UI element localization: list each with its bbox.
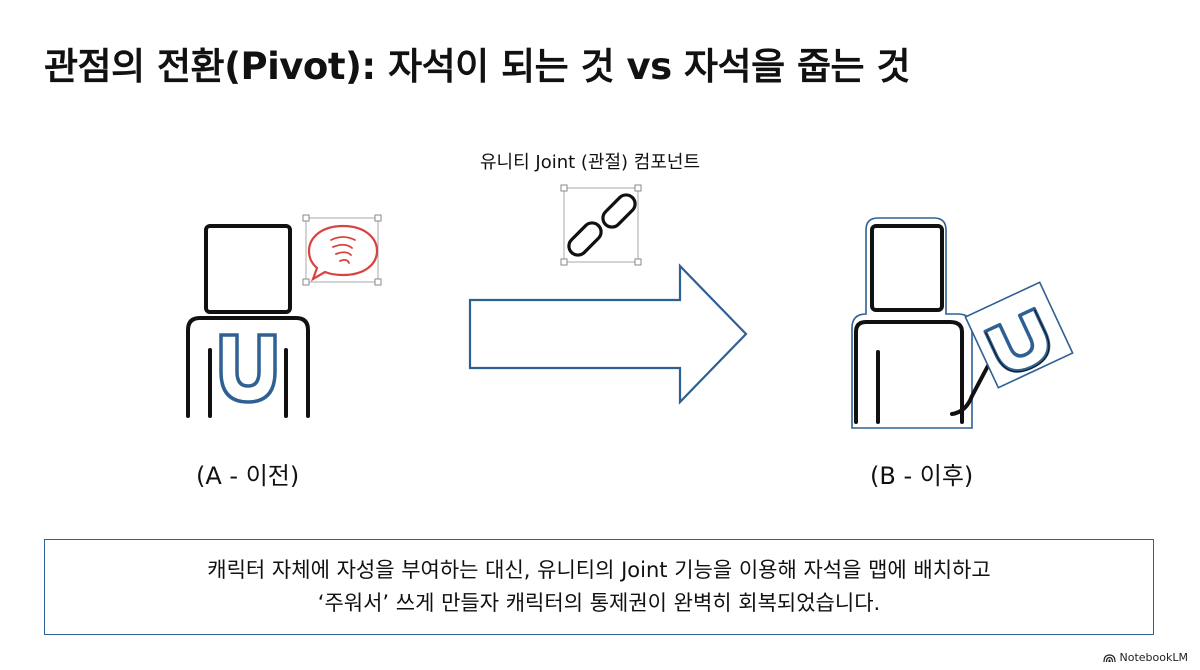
magnet-icon-before <box>219 333 277 404</box>
caption-line-2: ‘주워서’ 쓰게 만들자 캐릭터의 통제권이 완벽히 회복되었습니다. <box>317 591 881 615</box>
right-arrow-icon <box>468 263 748 405</box>
speech-bubble-icon <box>302 214 382 286</box>
after-label: (B - 이후) <box>870 462 974 490</box>
magnet-icon-after <box>964 281 1074 389</box>
person-icon-after <box>851 217 992 429</box>
page-title: 관점의 전환(Pivot): 자석이 되는 것 vs 자석을 줍는 것 <box>44 45 911 88</box>
chain-link-icon <box>560 184 642 266</box>
brand-name: NotebookLM <box>1119 651 1188 664</box>
caption-line-1: 캐릭터 자체에 자성을 부여하는 대신, 유니티의 Joint 기능을 이용해 … <box>207 558 991 582</box>
caption-box: 캐릭터 자체에 자성을 부여하는 대신, 유니티의 Joint 기능을 이용해 … <box>44 539 1154 635</box>
brand-badge: NotebookLM <box>1102 651 1188 664</box>
notebooklm-logo-icon <box>1102 653 1116 662</box>
person-icon-before <box>186 224 310 418</box>
joint-component-label: 유니티 Joint (관절) 컴포넌트 <box>480 152 701 173</box>
before-label: (A - 이전) <box>196 462 300 490</box>
pivot-diagram <box>186 184 1074 429</box>
